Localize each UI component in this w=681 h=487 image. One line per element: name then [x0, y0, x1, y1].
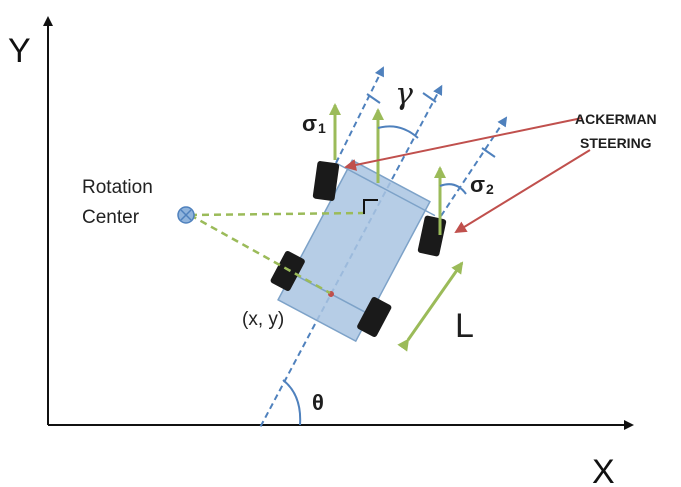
right-wheel-direction-line [440, 116, 508, 217]
x-axis-label: X [592, 453, 615, 487]
sigma1-subscript: 1 [318, 120, 326, 136]
rotation-link-rear [189, 213, 331, 295]
theta-label: θ [312, 390, 324, 415]
position-label: (x, y) [242, 309, 284, 330]
front-right-wheel [417, 215, 447, 257]
rear-right-wheel [357, 297, 392, 338]
wheelbase-label: L [455, 307, 474, 345]
left-wheel-tick [366, 93, 381, 104]
ackerman-label-1: ACKERMAN [575, 111, 657, 127]
sigma2-label: σ [470, 172, 485, 197]
gamma-arc [377, 125, 419, 139]
front-left-wheel [312, 161, 340, 201]
y-axis-label: Y [8, 32, 31, 70]
gamma-label: γ [395, 77, 413, 112]
left-wheel-direction-line [335, 66, 384, 164]
sigma1-label: σ [302, 111, 317, 136]
sigma2-arc [439, 183, 467, 195]
front-axle [337, 163, 436, 217]
wheelbase-arrow [397, 261, 464, 352]
sigma2-subscript: 2 [486, 181, 494, 197]
heading-tick [422, 92, 437, 103]
right-angle-marker [363, 199, 378, 214]
ackerman-label-2: STEERING [580, 135, 652, 151]
right-wheel-tick [481, 147, 496, 158]
ackerman-arrow-left [344, 117, 583, 171]
vehicle-body [277, 159, 431, 343]
rotation-center-label-1: Rotation [82, 177, 153, 198]
rotation-link-front [189, 211, 366, 217]
ackerman-arrow-right [454, 149, 591, 234]
front-left-wheel-group [312, 161, 340, 201]
theta-arc [282, 379, 302, 426]
rotation-center-cross [180, 209, 192, 221]
rotation-center-label-2: Center [82, 207, 140, 228]
rear-left-wheel [270, 250, 305, 291]
vehicle [259, 84, 443, 427]
front-right-wheel-group [417, 215, 447, 257]
